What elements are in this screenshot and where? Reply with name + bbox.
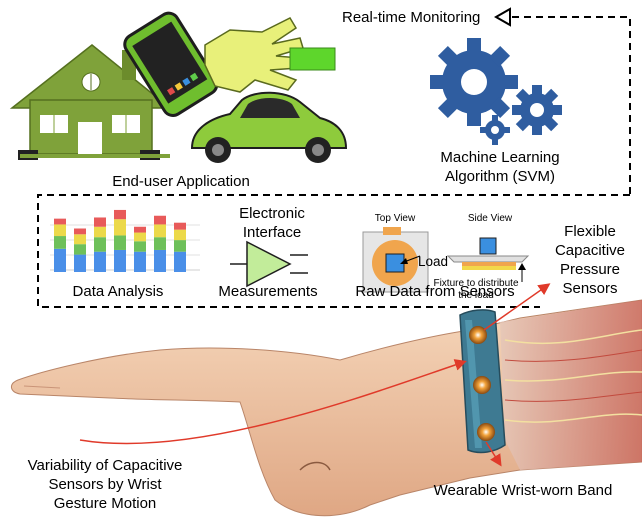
band-pointer-arrow: [485, 441, 502, 467]
stacked-bar-segment: [134, 232, 146, 242]
stacked-bar-segment: [114, 219, 126, 236]
variability-label-line2: Sensors by Wrist: [48, 476, 162, 493]
flexible-label-line1: Flexible: [564, 223, 616, 240]
stacked-bar-segment: [74, 228, 86, 235]
ml-label-line1: Machine Learning: [440, 149, 559, 166]
stacked-bar-segment: [154, 224, 166, 238]
sensor-2-icon: [473, 376, 491, 394]
smartphone-icon: [123, 11, 219, 117]
stacked-bar-segment: [114, 209, 126, 220]
stacked-bar-segment: [154, 249, 166, 272]
realtime-monitoring-label: Real-time Monitoring: [342, 9, 480, 26]
top-view-label: Top View: [375, 213, 416, 224]
stacked-bar-segment: [74, 254, 86, 272]
stacked-bar-segment: [134, 226, 146, 233]
stacked-bar-segment: [54, 218, 66, 225]
stacked-bar-segment: [94, 237, 106, 252]
load-label: Load: [418, 254, 448, 269]
fixture-label-line2: the load: [458, 290, 494, 301]
variability-label-line1: Variability of Capacitive: [28, 457, 183, 474]
sensor-1-icon: [469, 326, 487, 344]
electronic-label-line1: Electronic: [239, 205, 305, 222]
raw-data-label: Raw Data from Sensors: [355, 283, 514, 300]
feedback-dashed-line: [512, 16, 631, 195]
end-user-application-label: End-user Application: [112, 173, 250, 190]
wristband-icon: [459, 309, 506, 454]
stacked-bar-segment: [114, 249, 126, 272]
sensor-pointer-arrow: [483, 283, 551, 331]
stacked-bar-segment: [74, 234, 86, 245]
stacked-bar-segment: [94, 217, 106, 227]
flexible-label-line4: Sensors: [562, 280, 617, 297]
stacked-bar-segment: [94, 226, 106, 238]
stacked-bar-segment: [174, 240, 186, 252]
top-view-diagram: [362, 227, 429, 293]
fixture-label-line1: Fixture to distribute: [433, 278, 518, 289]
stacked-bar-segment: [94, 251, 106, 272]
stacked-bar-segment: [174, 229, 186, 241]
robotic-hand-icon: [204, 17, 336, 93]
flexible-label-line2: Capacitive: [555, 242, 625, 259]
amplifier-icon: [230, 240, 308, 288]
side-view-label: Side View: [468, 213, 513, 224]
stacked-bar-segment: [154, 215, 166, 225]
sensor-3-icon: [477, 423, 495, 441]
ml-label-line2: Algorithm (SVM): [445, 168, 555, 185]
flexible-label-line3: Pressure: [560, 261, 620, 278]
stacked-bar-segment: [134, 241, 146, 252]
variability-pointer-arrow: [79, 359, 467, 445]
car-icon: [190, 91, 348, 163]
stacked-bar-segment: [154, 237, 166, 250]
stacked-bar-segment: [134, 251, 146, 272]
gears-icon: [430, 38, 562, 145]
stacked-bar-segment: [74, 244, 86, 255]
pipeline-dashed-frame: [37, 194, 630, 308]
house-icon: [9, 44, 173, 160]
data-analysis-label: Data Analysis: [73, 283, 164, 300]
stacked-bar-segment: [54, 224, 66, 237]
electronic-label-line2: Interface: [243, 224, 301, 241]
arrowhead-icon: [493, 7, 511, 27]
stacked-bar-segment: [174, 222, 186, 230]
stacked-bar-chart: [50, 209, 200, 272]
measurements-label: Measurements: [218, 283, 317, 300]
stacked-bar-segment: [114, 235, 126, 250]
side-view-diagram: [446, 237, 530, 282]
stacked-bar-segment: [174, 251, 186, 272]
band-label: Wearable Wrist-worn Band: [434, 482, 613, 499]
variability-label-line3: Gesture Motion: [54, 495, 157, 512]
stacked-bar-segment: [54, 236, 66, 249]
stacked-bar-segment: [54, 248, 66, 272]
